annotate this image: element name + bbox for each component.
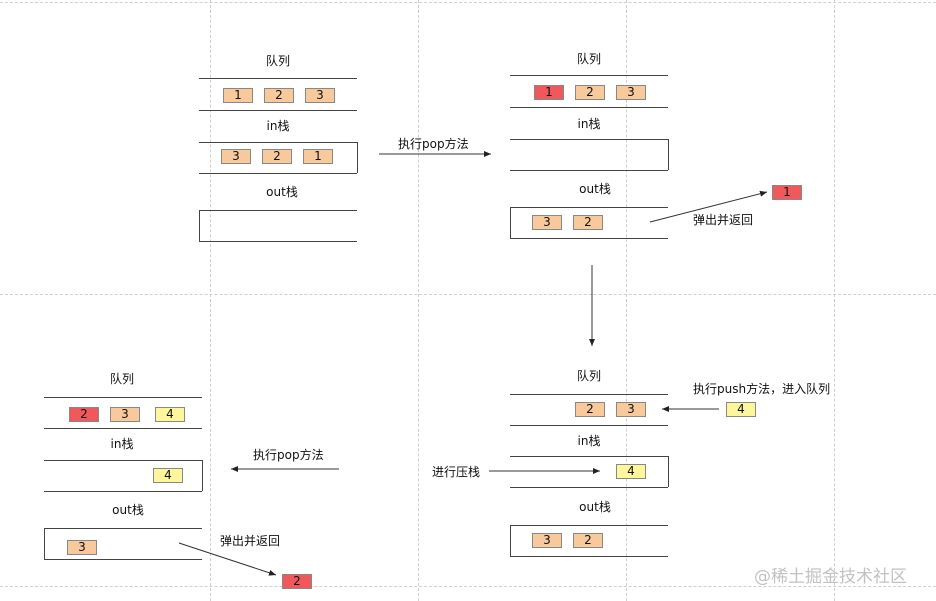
in-stack-title: in栈 — [577, 434, 601, 448]
out-stack-bottom-wall — [510, 525, 511, 556]
queue-bottom-line — [199, 110, 357, 111]
popped-item: 1 — [772, 185, 802, 200]
out-stack-top-line — [199, 210, 357, 211]
out-stack-item: 3 — [532, 215, 562, 230]
in-stack-title: in栈 — [266, 119, 290, 133]
grid-line — [0, 294, 936, 295]
queue-title: 队列 — [576, 52, 602, 66]
in-stack-bottom-line — [44, 491, 202, 492]
in-stack-bottom-wall — [357, 142, 358, 173]
in-stack-top-line — [199, 142, 357, 143]
grid-line — [0, 2, 936, 3]
out-stack-bottom-line — [199, 241, 357, 242]
queue-bottom-line — [44, 428, 202, 429]
queue-title: 队列 — [576, 369, 602, 383]
out-stack-bottom-wall — [199, 210, 200, 241]
in-stack-bottom-line — [510, 170, 668, 171]
out-stack-item: 3 — [532, 533, 562, 548]
in-stack-bottom-wall — [668, 139, 669, 170]
grid-line — [418, 0, 419, 601]
in-stack-item: 3 — [221, 149, 251, 164]
queue-item: 3 — [110, 407, 140, 422]
queue-item: 1 — [223, 88, 253, 103]
queue-title: 队列 — [265, 54, 291, 68]
out-stack-bottom-line — [510, 238, 668, 239]
incoming-item: 4 — [726, 402, 756, 417]
watermark: @稀土掘金技术社区 — [754, 567, 907, 587]
queue-title: 队列 — [109, 372, 135, 386]
out-stack-top-line — [510, 525, 668, 526]
in-stack-top-line — [510, 139, 668, 140]
in-stack-title: in栈 — [577, 117, 601, 131]
out-stack-item: 3 — [67, 540, 97, 555]
out-stack-top-line — [44, 528, 202, 529]
queue-item: 4 — [155, 407, 185, 422]
in-stack-top-line — [44, 460, 202, 461]
out-stack-title: out栈 — [579, 500, 611, 514]
queue-top-line — [44, 397, 202, 398]
queue-item: 2 — [575, 85, 605, 100]
pop-return-label: 弹出并返回 — [220, 534, 281, 548]
out-stack-bottom-wall — [510, 207, 511, 238]
queue-top-line — [510, 394, 668, 395]
pushing-stack-label: 进行压栈 — [432, 465, 481, 479]
in-stack-bottom-wall — [668, 456, 669, 487]
queue-item-popped: 1 — [534, 85, 564, 100]
grid-line — [626, 0, 627, 601]
in-stack-item: 4 — [616, 464, 646, 479]
in-stack-item: 1 — [303, 149, 333, 164]
queue-bottom-line — [510, 425, 668, 426]
queue-item: 3 — [305, 88, 335, 103]
grid-line — [210, 0, 211, 601]
out-stack-title: out栈 — [266, 185, 298, 199]
in-stack-top-line — [510, 456, 668, 457]
popped-item: 2 — [282, 574, 312, 589]
pop-method-label: 执行pop方法 — [398, 137, 469, 151]
arrow-pop-return-bottom — [178, 542, 277, 576]
out-stack-item: 2 — [573, 215, 603, 230]
queue-bottom-line — [510, 107, 668, 108]
in-stack-item: 2 — [262, 149, 292, 164]
queue-item-popped: 2 — [69, 407, 99, 422]
out-stack-item: 2 — [573, 533, 603, 548]
queue-top-line — [510, 75, 668, 76]
queue-item: 2 — [575, 402, 605, 417]
grid-line — [834, 0, 835, 601]
out-stack-bottom-wall — [44, 528, 45, 559]
in-stack-bottom-wall — [202, 460, 203, 491]
in-stack-item: 4 — [153, 468, 183, 483]
out-stack-title: out栈 — [112, 503, 144, 517]
queue-item: 2 — [264, 88, 294, 103]
push-method-label: 执行push方法，进入队列 — [693, 382, 831, 396]
out-stack-bottom-line — [510, 556, 668, 557]
out-stack-title: out栈 — [579, 182, 611, 196]
queue-item: 3 — [616, 85, 646, 100]
in-stack-bottom-line — [510, 487, 668, 488]
out-stack-bottom-line — [44, 559, 202, 560]
pop-return-label: 弹出并返回 — [693, 213, 754, 227]
grid-line — [0, 586, 936, 587]
arrow-pop-return-top — [649, 190, 768, 223]
out-stack-top-line — [510, 207, 668, 208]
in-stack-bottom-line — [199, 173, 357, 174]
queue-item: 3 — [616, 402, 646, 417]
in-stack-title: in栈 — [110, 437, 134, 451]
pop-method-label: 执行pop方法 — [253, 448, 324, 462]
queue-top-line — [199, 78, 357, 79]
